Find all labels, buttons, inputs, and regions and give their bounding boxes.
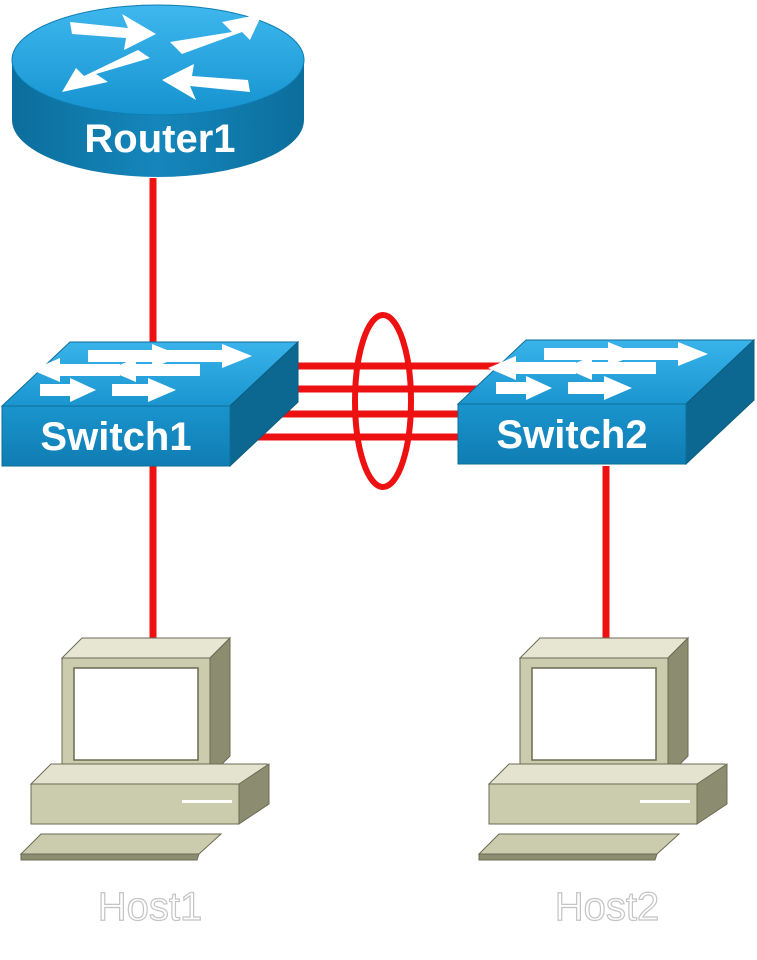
switch1-label: Switch1 xyxy=(40,415,191,459)
router-icon xyxy=(62,14,262,100)
host2-label: Host2 xyxy=(555,885,660,929)
etherchannel-bundle xyxy=(255,312,503,490)
host1-label: Host1 xyxy=(98,885,203,929)
etherchannel-oval xyxy=(352,312,414,490)
router1[interactable]: Router1 xyxy=(11,4,305,177)
switch-icon xyxy=(32,344,252,402)
switch2-label: Switch2 xyxy=(496,413,647,457)
host2[interactable]: Host2 xyxy=(478,637,728,930)
desktop-computer-icon xyxy=(478,637,728,861)
switch-icon xyxy=(488,342,708,400)
switch2[interactable]: Switch2 xyxy=(456,338,756,466)
host1[interactable]: Host1 xyxy=(20,637,270,930)
router1-label: Router1 xyxy=(84,117,235,161)
desktop-computer-icon xyxy=(20,637,270,861)
switch1[interactable]: Switch1 xyxy=(0,340,300,468)
